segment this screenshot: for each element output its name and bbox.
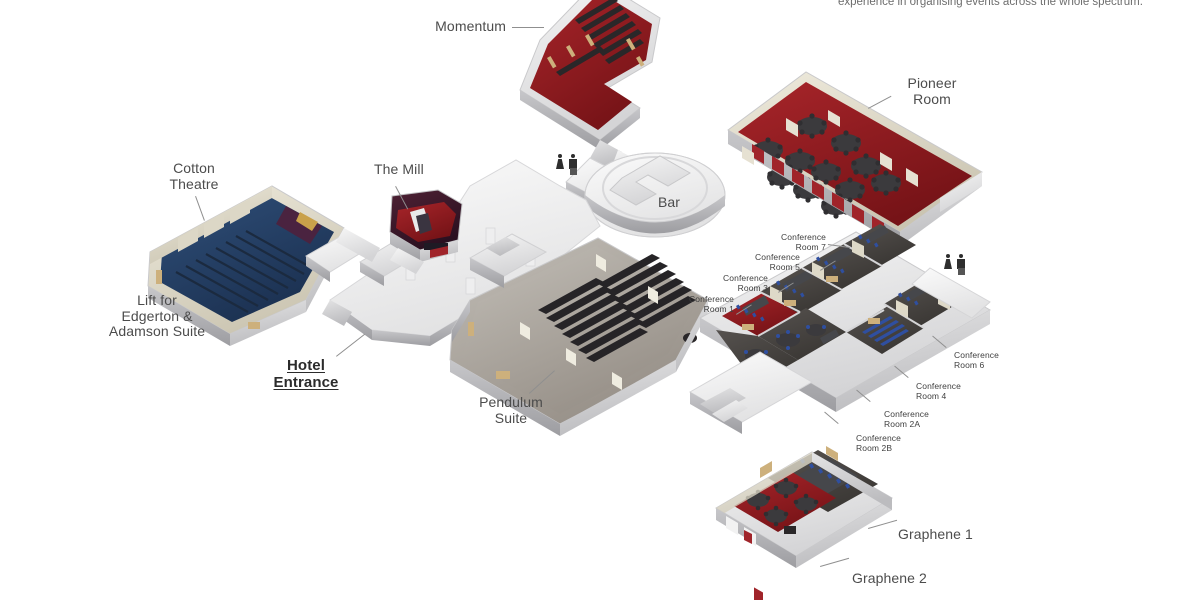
top-text-fragment: experience in organising events across t… [838,0,1143,8]
corridor-graphene-link [688,351,814,434]
room-conference-2a [758,308,846,360]
room-pioneer [727,71,983,600]
label-graphene-2[interactable]: Graphene 2 [852,570,927,586]
label-conference-room-5[interactable]: Conference Room 5 [755,252,800,272]
label-conference-room-1[interactable]: Conference Room 1 [689,294,734,314]
label-conference-room-7[interactable]: Conference Room 7 [781,232,826,252]
label-conference-room-3[interactable]: Conference Room 3 [723,273,768,293]
label-bar[interactable]: Bar [657,194,681,210]
conference-block [698,224,992,412]
room-cotton-theatre [147,185,380,346]
label-graphene-1[interactable]: Graphene 1 [898,526,973,542]
label-conference-room-6[interactable]: Conference Room 6 [954,350,999,370]
label-conference-room-2b[interactable]: Conference Room 2B [856,433,901,453]
toilets-icon-west [554,152,580,175]
label-pendulum-suite[interactable]: Pendulum Suite [479,394,543,426]
label-conference-room-2a[interactable]: Conference Room 2A [884,409,929,429]
label-the-mill[interactable]: The Mill [374,161,424,177]
room-momentum [519,0,661,182]
room-the-mill [389,189,463,274]
room-conference-7 [844,224,916,266]
label-hotel-entrance[interactable]: Hotel Entrance [273,357,339,391]
label-lift-edgerton-adamson[interactable]: Lift for Edgerton & Adamson Suite [108,292,206,339]
room-graphene [715,446,893,568]
room-conference-4 [846,306,924,354]
leader-momentum [512,27,544,28]
label-momentum[interactable]: Momentum [435,18,506,34]
label-cotton-theatre[interactable]: Cotton Theatre [169,160,219,192]
label-pioneer-room[interactable]: Pioneer Room [907,75,957,107]
room-bar [584,152,726,238]
toilets-icon-east [942,252,968,275]
room-pendulum-suite [449,233,709,436]
label-conference-room-4[interactable]: Conference Room 4 [916,381,961,401]
